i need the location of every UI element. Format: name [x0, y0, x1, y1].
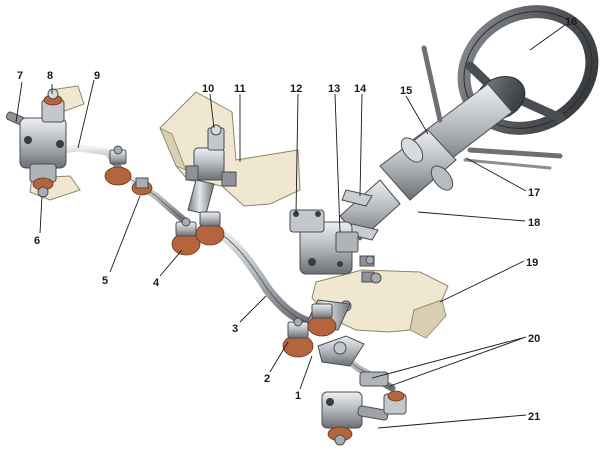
callout-19: 19 — [526, 257, 538, 269]
ball-joint-tie-rod-inner — [131, 177, 153, 196]
callout-4: 4 — [153, 277, 160, 289]
callout-13: 13 — [328, 83, 340, 95]
right-steering-knuckle — [321, 371, 407, 446]
callout-11: 11 — [234, 83, 246, 95]
callout-labels: 1 2 3 4 5 6 7 8 9 10 11 12 13 14 15 16 1… — [17, 16, 577, 423]
callout-3: 3 — [232, 323, 238, 335]
center-link — [201, 221, 319, 329]
ball-joint-left-end — [104, 145, 132, 186]
callout-17: 17 — [528, 187, 540, 199]
callout-8: 8 — [47, 70, 53, 82]
callout-18: 18 — [528, 217, 540, 229]
leader-lines — [15, 24, 566, 429]
bracket-pendulum-arm — [159, 91, 301, 207]
steering-gearbox — [289, 209, 382, 312]
callout-7: 7 — [17, 70, 23, 82]
ball-joint-center-left — [195, 211, 225, 246]
ball-joint-4 — [171, 217, 201, 256]
callout-12: 12 — [290, 83, 302, 95]
ball-joint-2 — [282, 317, 314, 358]
left-steering-knuckle — [5, 88, 67, 198]
callout-14: 14 — [354, 83, 367, 95]
callout-2: 2 — [264, 373, 270, 385]
callout-20: 20 — [528, 333, 540, 345]
steering-column — [339, 45, 563, 241]
callout-1: 1 — [295, 390, 301, 402]
callout-21: 21 — [528, 411, 540, 423]
idler-arm — [317, 335, 365, 367]
ball-joint-center-right — [307, 303, 337, 337]
callout-10: 10 — [202, 83, 214, 95]
callout-15: 15 — [400, 85, 412, 97]
callout-16: 16 — [565, 16, 577, 28]
callout-5: 5 — [102, 275, 108, 287]
pendulum-arm — [185, 124, 237, 215]
callout-6: 6 — [34, 235, 40, 247]
callout-9: 9 — [94, 70, 100, 82]
